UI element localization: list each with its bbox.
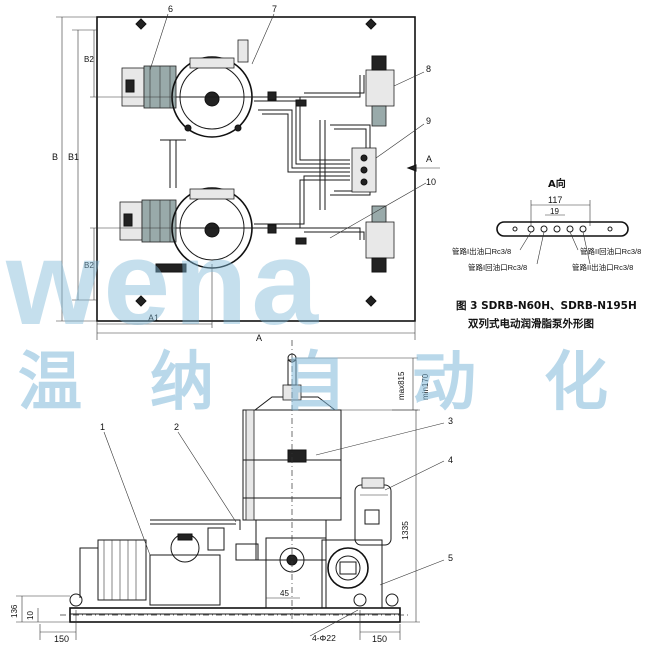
mounting-hole-marks [135, 18, 377, 307]
dim-holes: 4-Φ22 [312, 633, 336, 643]
dim-10: 10 [26, 611, 35, 620]
dim-b: B [52, 152, 58, 162]
lower-rail [155, 263, 187, 273]
front-view: 1 2 3 4 5 max815 min170 1335 136 10 [10, 340, 453, 644]
callout-7: 7 [272, 4, 277, 14]
front-dimensions: max815 min170 1335 136 10 150 150 [10, 340, 430, 644]
watermark-char-1: 温 [18, 346, 82, 420]
dim-max815: max815 [397, 371, 406, 400]
callout-10: 10 [426, 177, 436, 187]
callout-5: 5 [448, 553, 453, 563]
watermark: wena 温 纳 自 动 化 [5, 216, 608, 420]
top-dimensions: A A1 B B1 B2 B2 A [52, 16, 440, 343]
view-a-arrow-label: A [426, 154, 432, 164]
view-a-title: A向 [548, 177, 566, 190]
callout-9: 9 [426, 116, 431, 126]
port-line2-return: 管路II回油口Rc3/8 [580, 246, 641, 256]
upper-valve [365, 55, 395, 127]
port-line1-outlet: 管路I出油口Rc3/8 [452, 246, 511, 256]
pump-housing [255, 519, 383, 609]
callout-6: 6 [168, 4, 173, 14]
view-a-dim-117: 117 [548, 195, 562, 205]
piping-network [237, 39, 371, 240]
dim-136: 136 [10, 604, 19, 618]
dim-a: A [256, 333, 262, 343]
upper-motor [121, 65, 177, 109]
dim-1335: 1335 [400, 521, 410, 540]
caption-line2: 双列式电动润滑脂泵外形图 [467, 317, 594, 330]
dim-b2-bottom: B2 [84, 261, 94, 270]
view-a: A向 117 19 管路I出油口Rc3/8 管路I回油口Rc3/8 管路II回油… [452, 177, 641, 272]
top-view: 6 7 8 9 10 A A1 B B1 [52, 4, 440, 343]
view-a-ports [512, 225, 613, 265]
upper-pump-body [171, 56, 253, 138]
front-motor [354, 477, 392, 546]
front-callouts: 1 2 3 4 5 [100, 416, 453, 586]
manifold-block [351, 147, 377, 193]
callout-1: 1 [100, 422, 105, 432]
dim-150-right: 150 [372, 634, 387, 644]
fittings [267, 91, 307, 245]
caption-line1: 图 3 SDRB-N60H、SDRB-N195H [456, 300, 637, 312]
dim-150-left: 150 [54, 634, 69, 644]
watermark-char-4: 动 [412, 346, 476, 420]
dim-b1: B1 [68, 152, 79, 162]
watermark-logo: wena [5, 216, 322, 350]
port-line2-outlet: 管路II出油口Rc3/8 [572, 262, 633, 272]
port-line1-return: 管路I回油口Rc3/8 [468, 262, 527, 272]
dim-min170: min170 [421, 373, 430, 400]
dim-b2-top: B2 [84, 55, 94, 64]
callout-3: 3 [448, 416, 453, 426]
left-assembly [79, 519, 259, 606]
connecting-tube [160, 139, 186, 188]
dim-a1: A1 [148, 313, 159, 323]
watermark-char-3: 自 [282, 346, 346, 420]
lower-valve [365, 205, 395, 273]
view-a-dim-19: 19 [550, 207, 559, 216]
callout-2: 2 [174, 422, 179, 432]
callout-8: 8 [426, 64, 431, 74]
lower-motor [119, 199, 177, 243]
watermark-char-2: 纳 [150, 346, 214, 420]
dim-45: 45 [280, 589, 289, 598]
watermark-char-5: 化 [544, 346, 608, 420]
top-callouts: 6 7 8 9 10 [149, 4, 436, 239]
view-a-plate [496, 221, 629, 237]
callout-4: 4 [448, 455, 453, 465]
